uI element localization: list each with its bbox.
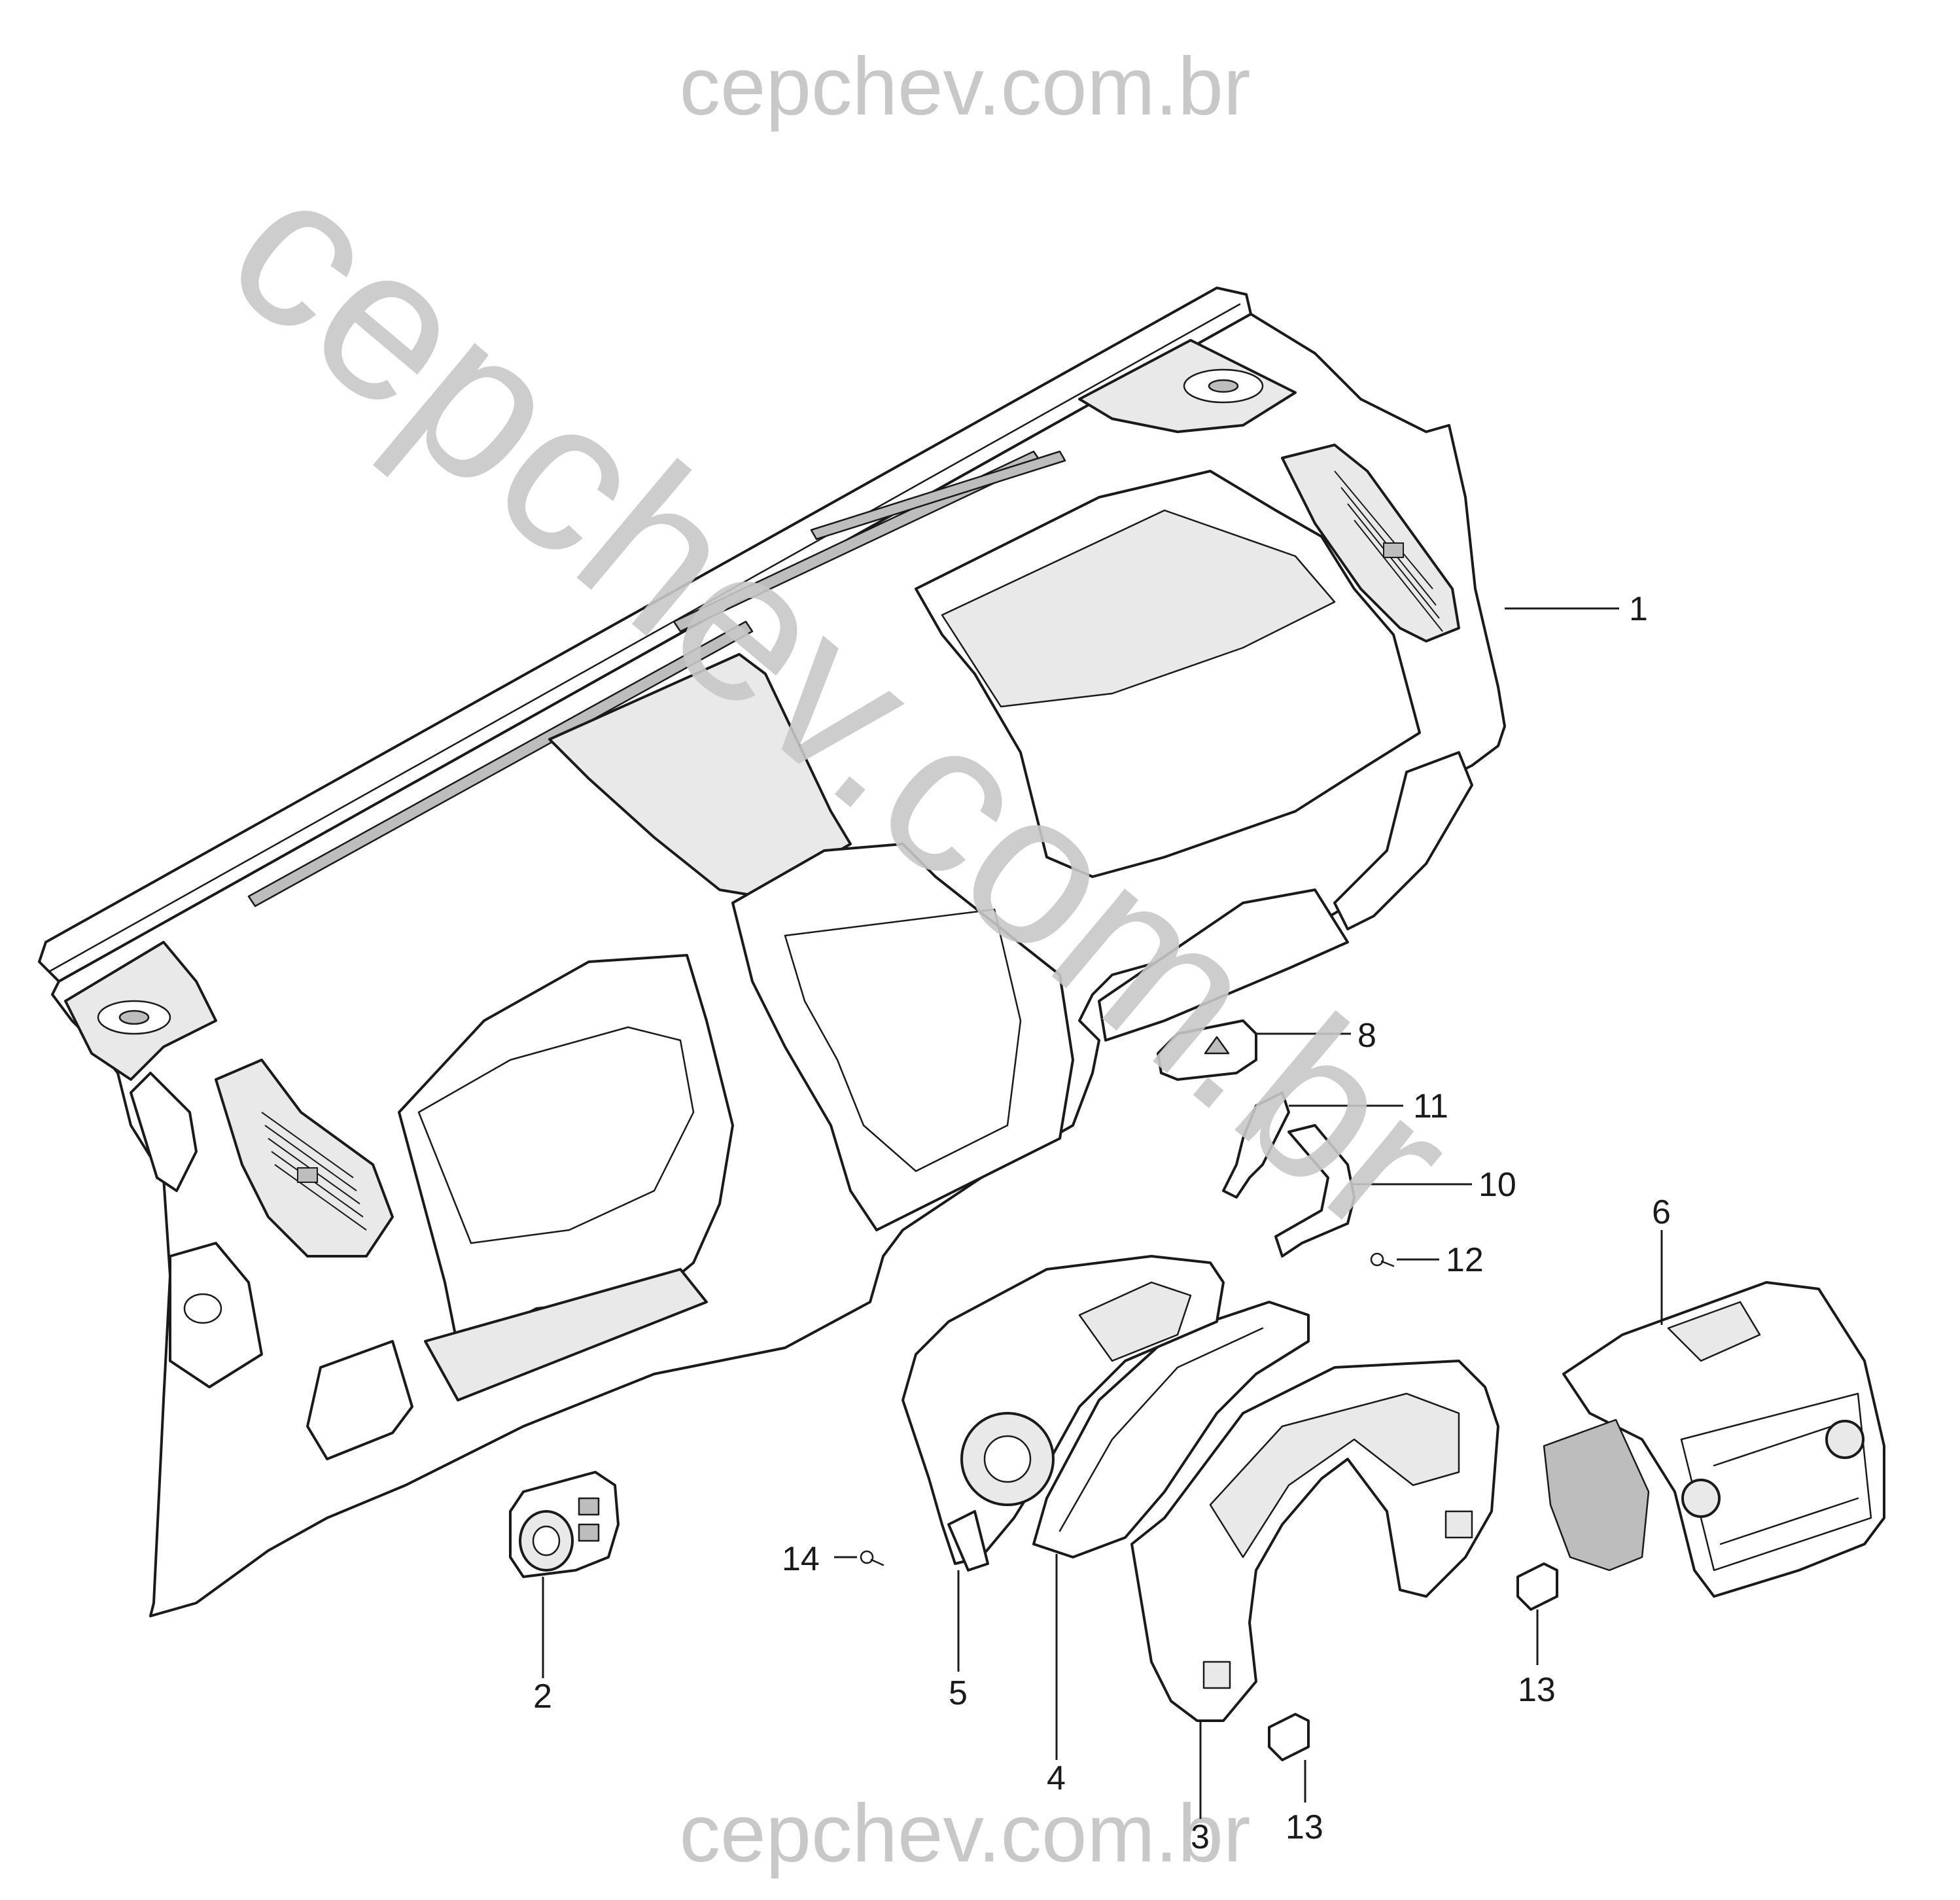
callout-4: 4: [1047, 1759, 1066, 1797]
callout-2: 2: [533, 1678, 552, 1715]
callout-6: 6: [1652, 1193, 1671, 1231]
left-air-vent: [215, 1059, 394, 1258]
defroster-grille: [247, 450, 1066, 907]
callout-14: 14: [782, 1540, 820, 1578]
callout-3: 3: [1191, 1818, 1210, 1856]
callout-13-lower: 13: [1286, 1808, 1323, 1846]
hazard-switch-part-8: [1157, 1019, 1351, 1081]
callout-1: 1: [1629, 590, 1648, 628]
instrument-cluster-opening: [398, 954, 734, 1401]
right-air-vent: [1281, 444, 1460, 642]
screw-part-12: [1370, 1252, 1439, 1267]
callout-12: 12: [1446, 1241, 1484, 1279]
callout-10: 10: [1479, 1166, 1516, 1204]
glovebox-opening: [915, 470, 1421, 878]
left-speaker-grille: [64, 941, 217, 1081]
callout-13-right: 13: [1518, 1671, 1556, 1709]
right-speaker-grille: [1078, 339, 1297, 433]
callout-5: 5: [949, 1674, 968, 1712]
bracket-part-10: [1274, 1124, 1472, 1258]
switch-clip-part-13-lower: [1268, 1713, 1310, 1803]
callout-11: 11: [1413, 1087, 1448, 1125]
headlamp-switch-part-2: [509, 1471, 620, 1678]
watermark-top: cepchev.com.br: [679, 41, 1250, 132]
watermark-bottom: cepchev.com.br: [679, 1788, 1250, 1879]
callout-8: 8: [1357, 1017, 1376, 1055]
radio-part-6: [1543, 1230, 1885, 1598]
screw-part-14: [834, 1550, 884, 1566]
instrument-panel-part-1: [38, 287, 1619, 1617]
instrument-cluster-part-5: [901, 1255, 1225, 1672]
center-stack-opening: [548, 653, 1074, 1231]
cluster-lens-part-4: [1032, 1301, 1310, 1760]
bracket-part-11: [1222, 1091, 1403, 1199]
switch-clip-part-13-right: [1516, 1562, 1558, 1665]
cluster-bezel-part-3: [1130, 1360, 1499, 1819]
